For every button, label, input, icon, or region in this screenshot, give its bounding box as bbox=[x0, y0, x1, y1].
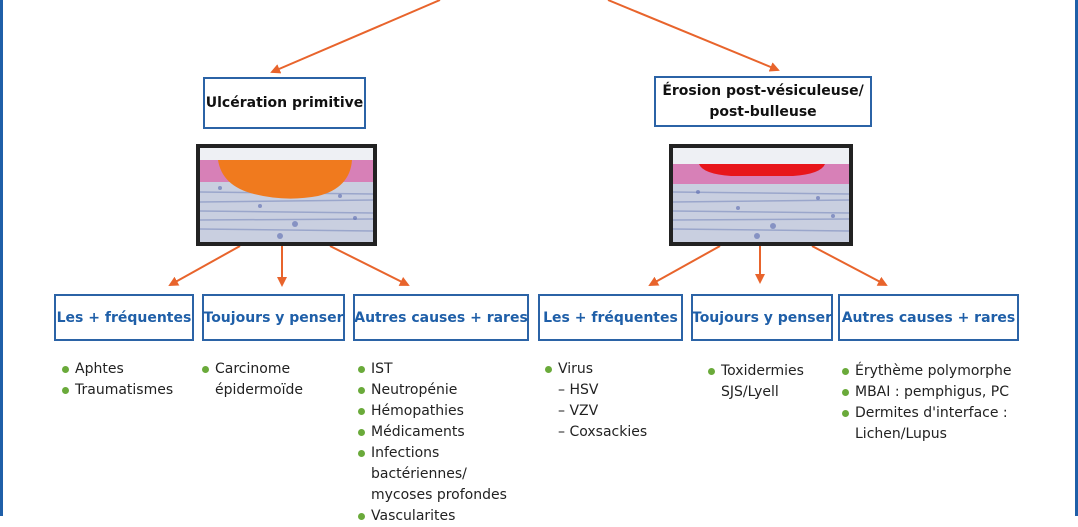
category-label: Les + fréquentes bbox=[56, 309, 192, 326]
category-box-right-frequentes: Les + fréquentes bbox=[538, 294, 683, 341]
category-label: Les + fréquentes bbox=[543, 309, 678, 326]
branch-box-erosion: Érosion post-vésiculeuse/ post-bulleuse bbox=[654, 76, 872, 127]
list-item-text: IST bbox=[371, 361, 393, 377]
items-right-frequentes: Virus – HSV – VZV – Coxsackies bbox=[544, 359, 647, 443]
category-box-left-autres: Autres causes + rares bbox=[353, 294, 529, 341]
list-item: Toxidermies bbox=[707, 361, 804, 382]
branch-title-erosion-line2: post-bulleuse bbox=[709, 103, 817, 120]
category-box-right-toujours: Toujours y penser bbox=[691, 294, 833, 341]
list-item-text: Virus bbox=[558, 361, 594, 377]
list-item-text: MBAI : pemphigus, PC bbox=[855, 384, 1009, 400]
list-item-text: – VZV bbox=[558, 403, 599, 419]
histology-image-erosion bbox=[669, 144, 853, 246]
list-item-text: Infections bbox=[371, 445, 440, 461]
arrows-layer bbox=[168, 0, 888, 287]
list-item: IST bbox=[357, 359, 507, 380]
category-box-left-toujours: Toujours y penser bbox=[202, 294, 345, 341]
histology-image-ulceration bbox=[196, 144, 377, 246]
list-item: Neutropénie bbox=[357, 380, 507, 401]
list-item-text: Lichen/Lupus bbox=[855, 426, 947, 442]
arrow-root-left bbox=[270, 0, 441, 74]
list-item: Virus bbox=[544, 359, 647, 380]
list-item-text: Hémopathies bbox=[371, 403, 464, 419]
category-box-left-frequentes: Les + fréquentes bbox=[54, 294, 194, 341]
list-item-text: Carcinome bbox=[215, 361, 291, 377]
arrow-right-cat1 bbox=[648, 245, 721, 286]
list-item: bactériennes/ bbox=[357, 464, 507, 485]
list-item-text: SJS/Lyell bbox=[721, 384, 779, 400]
list-item: – VZV bbox=[544, 401, 647, 422]
arrow-left-cat3 bbox=[329, 245, 410, 286]
list-item-text: Traumatismes bbox=[75, 382, 174, 398]
category-label: Toujours y penser bbox=[692, 309, 832, 326]
list-item: Dermites d'interface : bbox=[841, 403, 1012, 424]
list-item: – Coxsackies bbox=[544, 422, 647, 443]
list-item: SJS/Lyell bbox=[707, 382, 804, 403]
frame-left-border bbox=[0, 0, 3, 516]
category-label: Autres causes + rares bbox=[354, 309, 528, 326]
arrow-left-cat1 bbox=[168, 245, 241, 286]
frame-right-border bbox=[1075, 0, 1078, 516]
list-item: épidermoïde bbox=[201, 380, 303, 401]
list-item: Vascularites bbox=[357, 506, 507, 527]
list-item: mycoses profondes bbox=[357, 485, 507, 506]
list-item-text: Vascularites bbox=[371, 508, 456, 524]
branch-title-ulceration: Ulcération primitive bbox=[205, 94, 364, 111]
category-label: Autres causes + rares bbox=[841, 309, 1016, 326]
list-item-text: Médicaments bbox=[371, 424, 465, 440]
category-box-right-autres: Autres causes + rares bbox=[838, 294, 1019, 341]
list-item: Hémopathies bbox=[357, 401, 507, 422]
list-item-text: Dermites d'interface : bbox=[855, 405, 1008, 421]
list-item-text: épidermoïde bbox=[215, 382, 303, 398]
list-item: Traumatismes bbox=[61, 380, 173, 401]
list-item: MBAI : pemphigus, PC bbox=[841, 382, 1012, 403]
arrow-right-cat3 bbox=[811, 245, 888, 286]
list-item-text: – HSV bbox=[558, 382, 599, 398]
list-item-text: bactériennes/ bbox=[371, 466, 467, 482]
list-item-text: Neutropénie bbox=[371, 382, 458, 398]
branch-title-erosion-line1: Érosion post-vésiculeuse/ bbox=[662, 82, 864, 99]
list-item: – HSV bbox=[544, 380, 647, 401]
list-item-text: Toxidermies bbox=[721, 363, 804, 379]
list-item-text: mycoses profondes bbox=[371, 487, 507, 503]
category-label: Toujours y penser bbox=[203, 309, 344, 326]
list-item-text: Aphtes bbox=[75, 361, 124, 377]
arrow-root-right bbox=[607, 0, 780, 72]
branch-box-ulceration: Ulcération primitive bbox=[203, 77, 366, 129]
list-item: Infections bbox=[357, 443, 507, 464]
list-item: Médicaments bbox=[357, 422, 507, 443]
list-item-text: – Coxsackies bbox=[558, 424, 648, 440]
list-item: Carcinome bbox=[201, 359, 303, 380]
list-item: Lichen/Lupus bbox=[841, 424, 1012, 445]
list-item: Aphtes bbox=[61, 359, 173, 380]
list-item: Érythème polymorphe bbox=[841, 361, 1012, 382]
items-left-toujours: Carcinome épidermoïde bbox=[201, 359, 303, 401]
list-item-text: Érythème polymorphe bbox=[855, 363, 1012, 379]
